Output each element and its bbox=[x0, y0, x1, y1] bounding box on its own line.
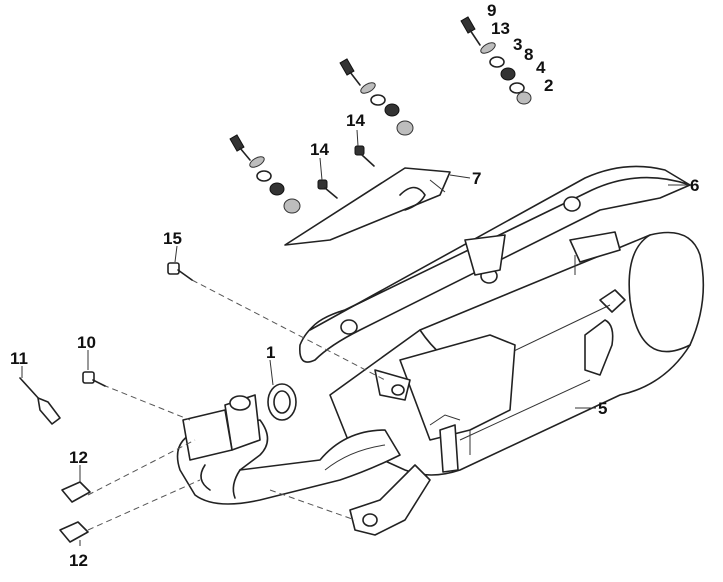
leader-lines bbox=[21, 129, 688, 546]
callout-7: 7 bbox=[472, 169, 481, 188]
mounting-bracket bbox=[298, 165, 691, 363]
callout-4: 4 bbox=[536, 58, 546, 77]
callout-10: 10 bbox=[77, 333, 96, 352]
fastener-stack-a bbox=[460, 16, 532, 105]
callout-2: 2 bbox=[544, 76, 553, 95]
bolt-14-b bbox=[317, 179, 338, 199]
small-heat-guard bbox=[284, 167, 451, 246]
gasket-ring bbox=[267, 383, 297, 421]
callout-8: 8 bbox=[524, 45, 533, 64]
callout-13: 13 bbox=[491, 19, 510, 38]
callout-5: 5 bbox=[598, 399, 607, 418]
callout-3: 3 bbox=[513, 35, 522, 54]
callout-14-b: 14 bbox=[310, 140, 329, 159]
stud-12-a bbox=[61, 481, 91, 503]
o2-sensor bbox=[19, 377, 61, 425]
callout-6: 6 bbox=[690, 176, 699, 195]
callout-14-a: 14 bbox=[346, 111, 365, 130]
exhaust-header-pipe bbox=[176, 369, 459, 536]
callout-9: 9 bbox=[487, 1, 496, 20]
fastener-stack-b bbox=[339, 58, 414, 136]
bolt-14-a bbox=[354, 145, 375, 167]
bolt-10 bbox=[82, 371, 106, 387]
callout-labels: 9 13 3 8 4 2 14 14 7 6 15 1 10 11 5 12 1… bbox=[10, 1, 699, 570]
muffler-body bbox=[329, 231, 705, 476]
fastener-stack-c bbox=[229, 134, 301, 214]
callout-12-a: 12 bbox=[69, 448, 88, 467]
bolt-15 bbox=[167, 262, 193, 281]
callout-15: 15 bbox=[163, 229, 182, 248]
callout-11: 11 bbox=[10, 349, 28, 368]
alignment-lines bbox=[87, 279, 386, 531]
callout-12-b: 12 bbox=[69, 551, 88, 570]
stud-12-b bbox=[59, 521, 89, 543]
callout-1: 1 bbox=[266, 343, 275, 362]
